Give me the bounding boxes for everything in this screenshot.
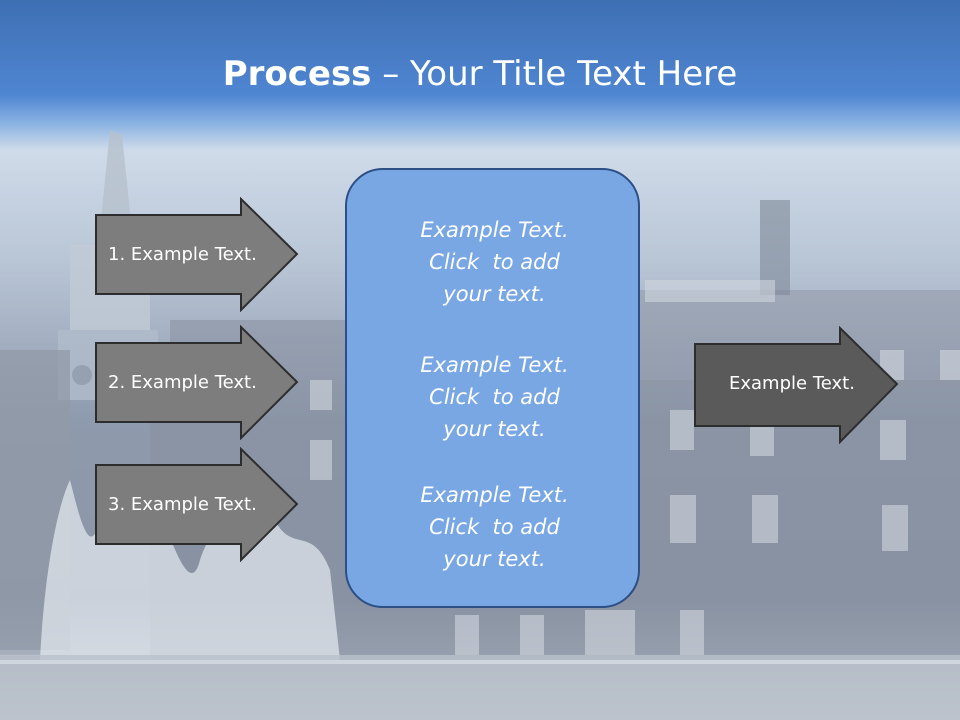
output-arrow[interactable]: Example Text. bbox=[694, 326, 900, 444]
arrow-right-icon bbox=[95, 197, 299, 312]
block-line: Click to add bbox=[429, 250, 560, 274]
step-label: 3. Example Text. bbox=[108, 494, 257, 515]
center-text-box[interactable]: Example Text. Click to add your text. Ex… bbox=[345, 168, 640, 608]
title-bold: Process bbox=[222, 54, 372, 94]
block-line: Click to add bbox=[429, 385, 560, 409]
text-block-1[interactable]: Example Text. Click to add your text. bbox=[347, 214, 642, 310]
text-block-2[interactable]: Example Text. Click to add your text. bbox=[347, 349, 642, 445]
step-arrow-2[interactable]: 2. Example Text. bbox=[95, 325, 300, 440]
step-label: 2. Example Text. bbox=[108, 372, 257, 393]
arrow-right-icon bbox=[95, 447, 299, 562]
output-label: Example Text. bbox=[729, 373, 855, 394]
text-block-3[interactable]: Example Text. Click to add your text. bbox=[347, 479, 642, 575]
block-line: Example Text. bbox=[420, 483, 569, 507]
step-label: 1. Example Text. bbox=[108, 244, 257, 265]
block-line: your text. bbox=[443, 417, 546, 441]
block-line: Example Text. bbox=[420, 218, 569, 242]
block-line: Example Text. bbox=[420, 353, 569, 377]
slide-title: Process – Your Title Text Here bbox=[0, 52, 960, 96]
step-arrow-3[interactable]: 3. Example Text. bbox=[95, 447, 300, 562]
arrow-right-icon bbox=[95, 325, 299, 440]
arrow-right-icon bbox=[694, 326, 899, 444]
title-rest: – Your Title Text Here bbox=[371, 54, 738, 94]
step-arrow-1[interactable]: 1. Example Text. bbox=[95, 197, 300, 312]
block-line: your text. bbox=[443, 547, 546, 571]
block-line: Click to add bbox=[429, 515, 560, 539]
block-line: your text. bbox=[443, 282, 546, 306]
